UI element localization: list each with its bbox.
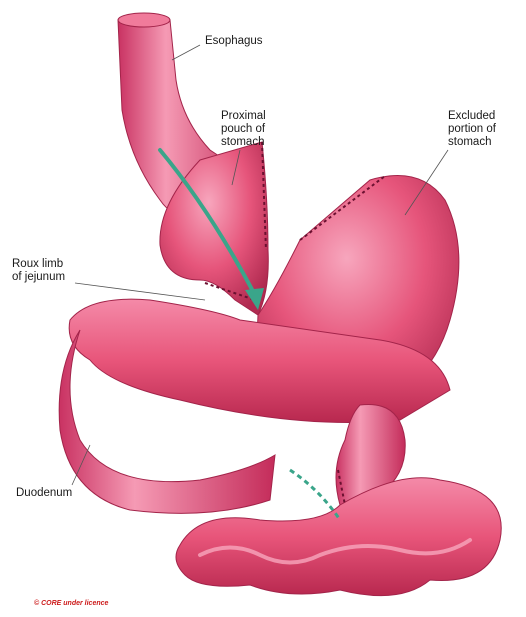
label-esophagus: Esophagus [205, 35, 263, 48]
label-duodenum: Duodenum [16, 487, 72, 500]
label-roux-limb: Roux limb of jejunum [12, 258, 65, 284]
label-excluded-portion: Excluded portion of stomach [448, 110, 496, 149]
esophagus-opening [118, 13, 170, 27]
copyright-credit: © CORE under licence [34, 600, 108, 607]
label-proximal-pouch: Proximal pouch of stomach [221, 110, 266, 149]
